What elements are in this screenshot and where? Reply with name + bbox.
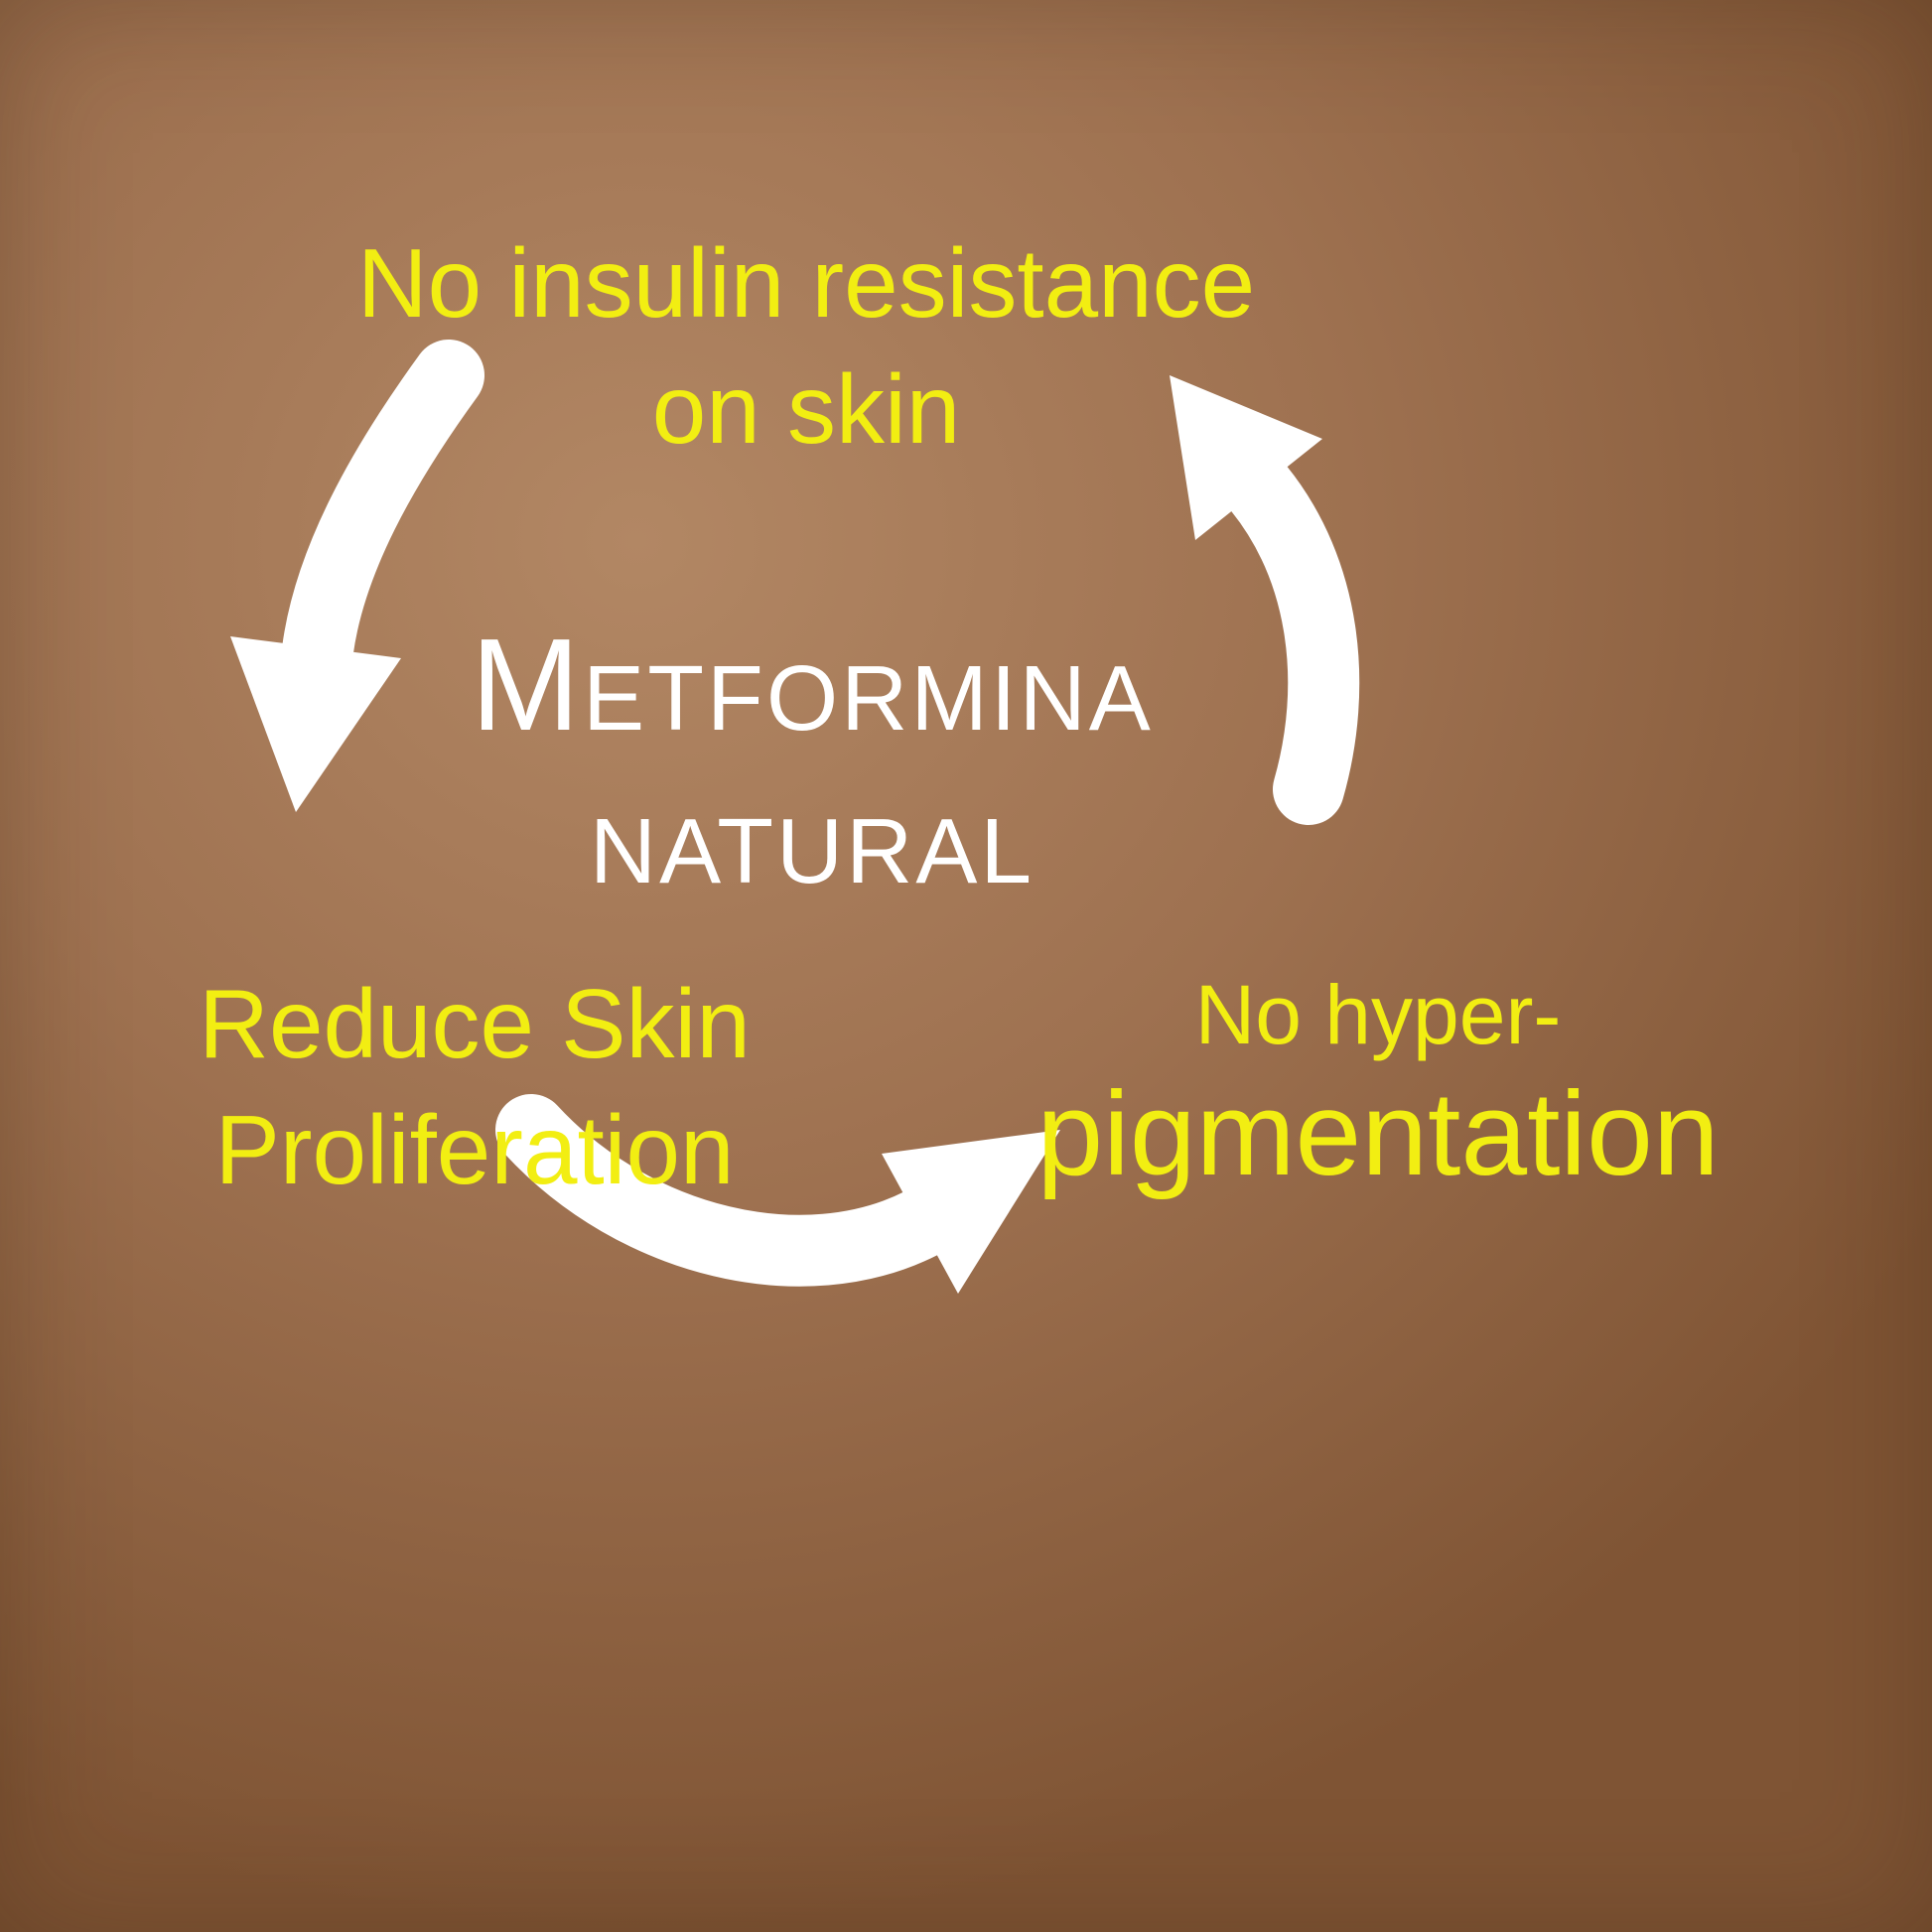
- node-label-line: Proliferation: [214, 1095, 735, 1205]
- node-no-insulin-resistance: No insulin resistance on skin: [357, 220, 1255, 474]
- node-label-line: Reduce Skin: [199, 969, 751, 1078]
- node-label-line: pigmentation: [1036, 1066, 1720, 1200]
- node-reduce-skin-proliferation: Reduce Skin Proliferation: [199, 961, 751, 1214]
- node-no-hyperpigmentation: No hyper- pigmentation: [1036, 965, 1719, 1202]
- arrow-left-to-right-icon: [495, 1094, 1060, 1294]
- center-title: METFORMINA NATURAL: [471, 586, 1154, 921]
- center-title-line1: METFORMINA: [471, 611, 1154, 758]
- node-label-line: No insulin resistance: [356, 228, 1256, 338]
- center-title-line2: NATURAL: [589, 799, 1035, 903]
- node-label-line: No hyper-: [1194, 968, 1562, 1061]
- arrow-right-to-top-icon: [1170, 375, 1360, 825]
- node-label-line: on skin: [651, 354, 961, 465]
- arrow-top-to-left-icon: [230, 340, 484, 812]
